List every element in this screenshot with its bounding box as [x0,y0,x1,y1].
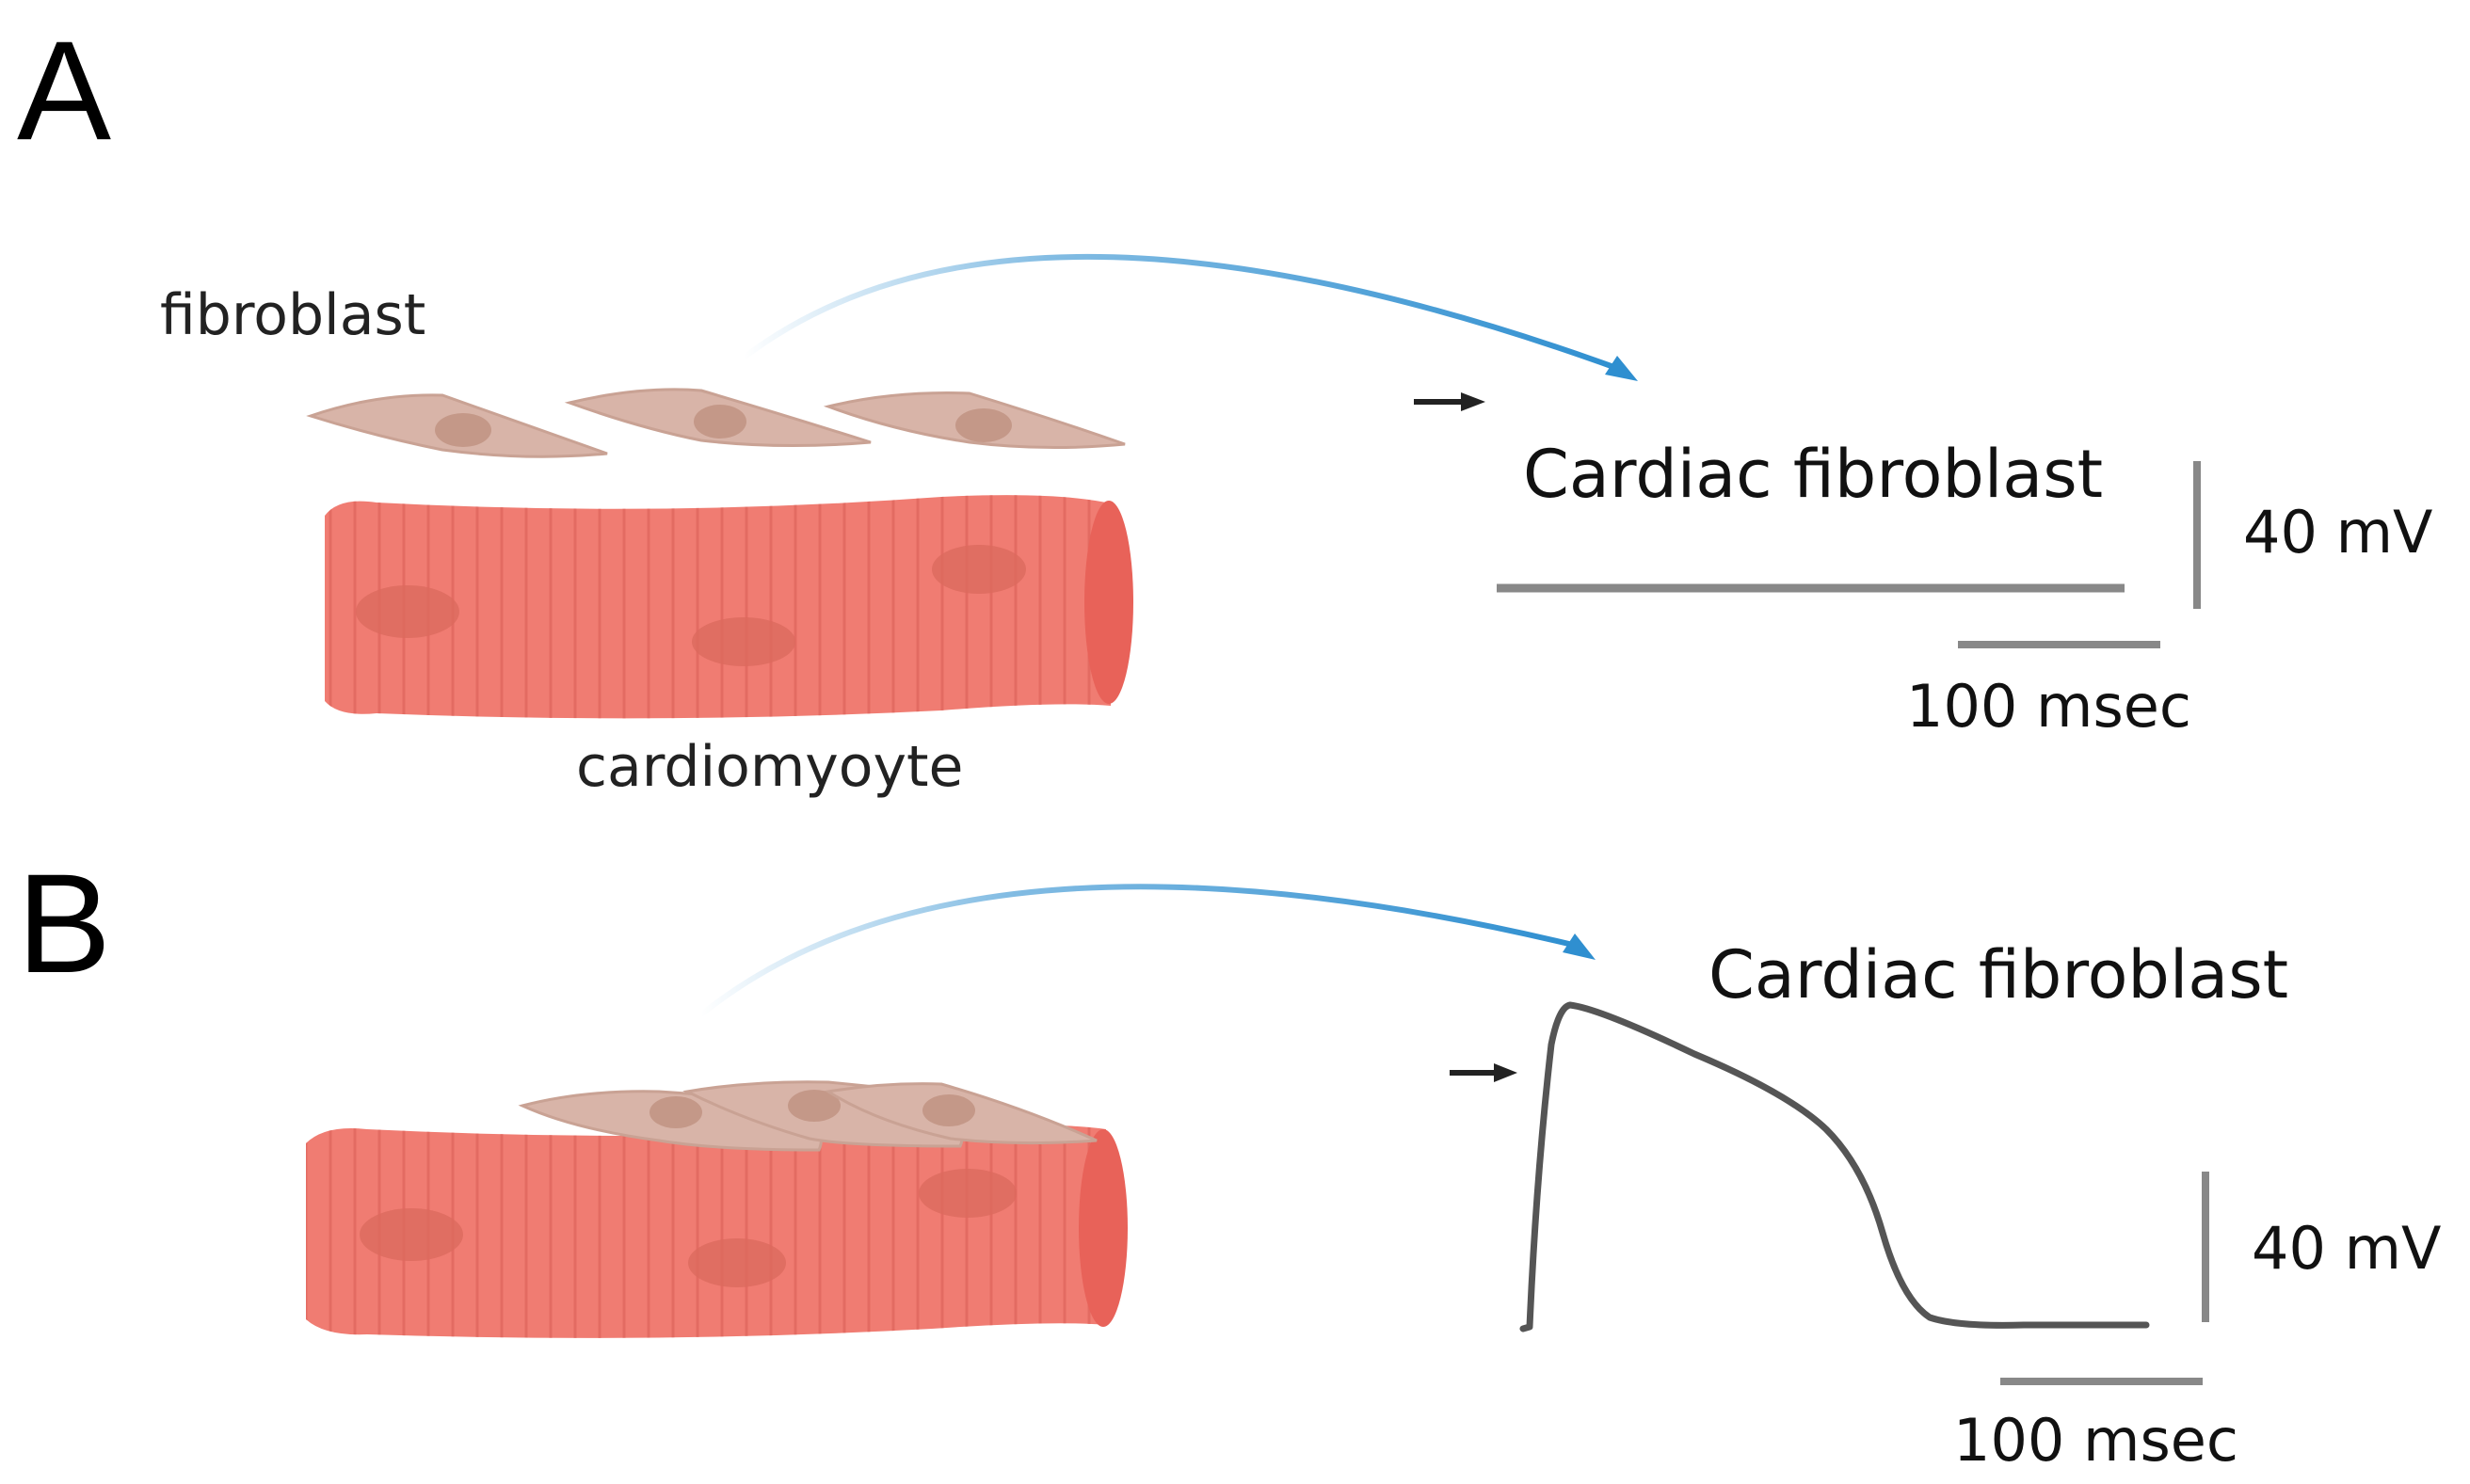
cardiomyocyte-a [325,495,1133,719]
curved-arrow-b [699,884,1596,1017]
fibroblast-cells-b [518,1080,1098,1152]
resting-potential-arrow-a [1414,392,1485,411]
resting-potential-arrow-b [1450,1063,1517,1082]
action-potential-trace-b [1519,1001,2150,1332]
panel-b-letter: B [17,844,111,1002]
fibroblast-cell [824,1082,1098,1145]
panel-a-letter: A [17,11,111,169]
panel-a: A fibroblast cardiom [17,11,2432,800]
fibroblast-cells-a [306,388,1126,458]
voltage-scale-label-b: 40 mV [2252,1214,2441,1283]
curved-arrow-a [742,254,1638,381]
voltage-scale-label-a: 40 mV [2243,498,2432,566]
trace-title-a: Cardiac fibroblast [1523,436,2103,513]
fibroblast-cell [564,388,872,448]
time-scale-label-a: 100 msec [1906,672,2191,741]
trace-title-b: Cardiac fibroblast [1708,936,2288,1013]
fibroblast-cell [823,391,1126,450]
cardiomyocyte-label: cardiomyoyte [576,734,963,800]
panel-b: B [17,844,2441,1475]
fibroblast-label: fibroblast [160,282,425,348]
fibroblast-cell [306,393,608,458]
time-scale-label-b: 100 msec [1953,1406,2238,1475]
cardiomyocyte-b [306,1125,1128,1338]
